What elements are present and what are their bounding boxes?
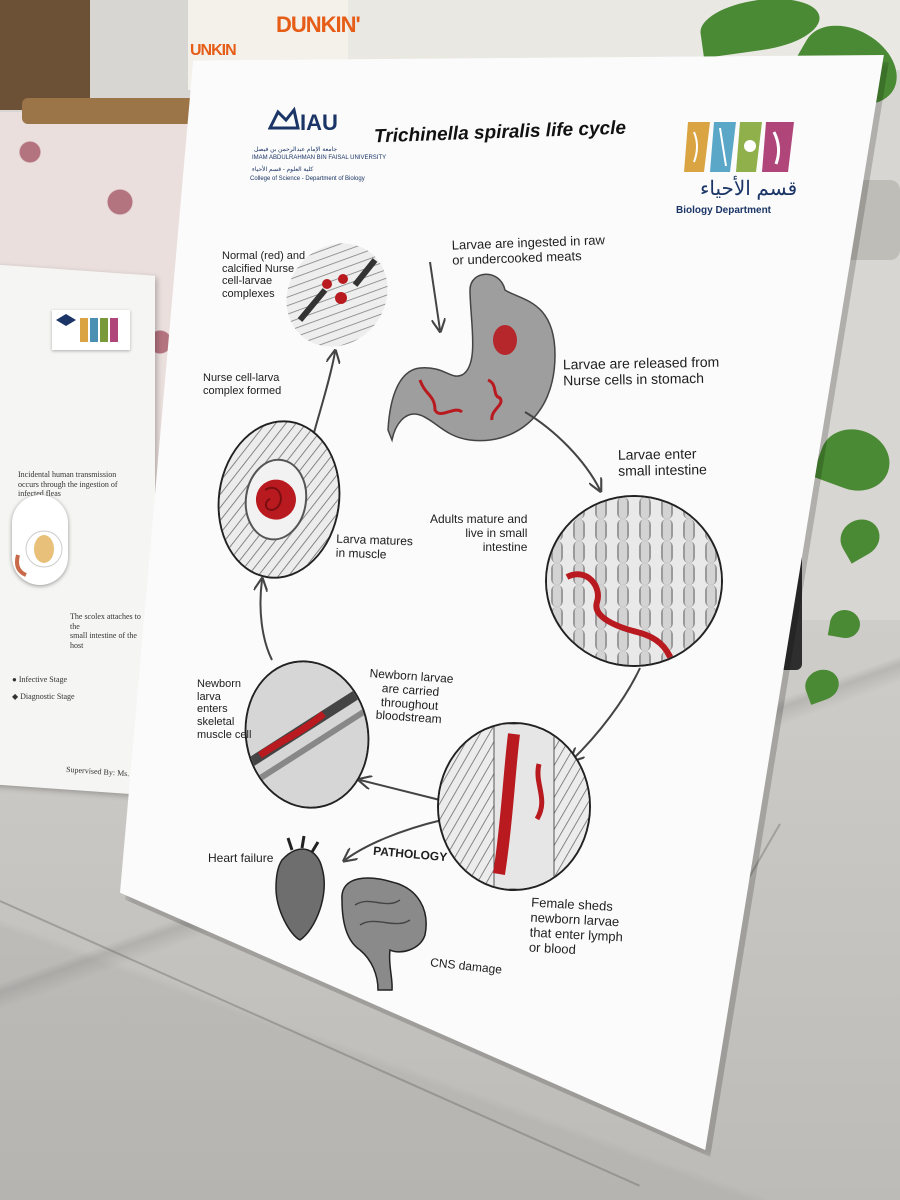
iau-logo-line2: IMAM ABDULRAHMAN BIN FAISAL UNIVERSITY (252, 155, 387, 161)
life-cycle-arrows (260, 261, 641, 860)
iau-logo-line1: جامعة الإمام عبدالرحمن بن فيصل (254, 147, 338, 153)
side-board-text-scolex: The scolex attaches to the small intesti… (70, 612, 141, 650)
label-calcified-complexes: Normal (red) and calcified Nurse cell-la… (222, 250, 306, 300)
iau-logo-line3: كلية العلوم - قسم الأحياء (252, 167, 314, 173)
label-ingested: Larvae are ingested in raw or undercooke… (451, 232, 606, 268)
nurse-cell-complex-circle (207, 412, 351, 587)
legend-infective-stage: ● Infective Stage (12, 675, 67, 685)
skeletal-muscle-art (235, 652, 379, 817)
bloodstream-art (439, 724, 589, 889)
side-board-logo-card (52, 310, 130, 350)
legend-diagnostic-icon: ◆ (12, 692, 19, 701)
side-board-model-icon (15, 530, 63, 577)
label-female-sheds: Female sheds newborn larvae that enter l… (528, 894, 624, 957)
label-matures-muscle: Larva matures in muscle (335, 531, 414, 562)
dunkin-logo-text-2: UNKIN (190, 42, 237, 59)
small-intestine-art (547, 497, 721, 665)
side-board-logo-icon (56, 314, 118, 342)
label-carried-bloodstream: Newborn larvae are carried throughout bl… (369, 666, 454, 727)
label-enter-intestine: Larvae enter small intestine (617, 445, 707, 479)
legend-diagnostic-label: Diagnostic Stage (20, 692, 75, 701)
label-released: Larvae are released from Nurse cells in … (562, 353, 720, 389)
side-board-text-transmission: Incidental human transmission occurs thr… (18, 470, 118, 499)
small-intestine-circle (545, 495, 723, 667)
iau-logo-icon (268, 106, 300, 130)
bloodstream-circle (437, 722, 591, 891)
label-heart-failure: Heart failure (208, 851, 274, 865)
legend-infective-icon: ● (12, 675, 17, 684)
wooden-crate (0, 0, 90, 110)
legend-diagnostic-stage: ◆ Diagnostic Stage (12, 692, 75, 702)
legend-infective-label: Infective Stage (18, 675, 68, 684)
calcified-complexes-illustration (286, 243, 388, 347)
dunkin-logo-text: DUNKIN' (276, 12, 361, 37)
biology-dept-logo-icon (684, 122, 794, 172)
nurse-cell-complex-art (209, 414, 349, 585)
iau-logo-line4: College of Science - Department of Biolo… (250, 176, 365, 182)
brain-illustration (341, 877, 427, 991)
stomach-illustration (387, 273, 556, 443)
label-complex-formed: Nurse cell-larva complex formed (203, 372, 282, 397)
label-newborn-enters: Newborn larva enters skeletal muscle cel… (197, 678, 252, 741)
biology-dept-english: Biology Department (676, 205, 772, 216)
label-adults-mature: Adults mature and live in small intestin… (430, 512, 528, 554)
biology-dept-arabic: قسم الأحياء (700, 178, 798, 200)
side-board-model (12, 495, 68, 585)
skeletal-muscle-circle (233, 650, 381, 819)
iau-logo-mark: IAU (300, 110, 338, 135)
wooden-tray (22, 98, 210, 124)
heart-illustration (275, 835, 325, 941)
